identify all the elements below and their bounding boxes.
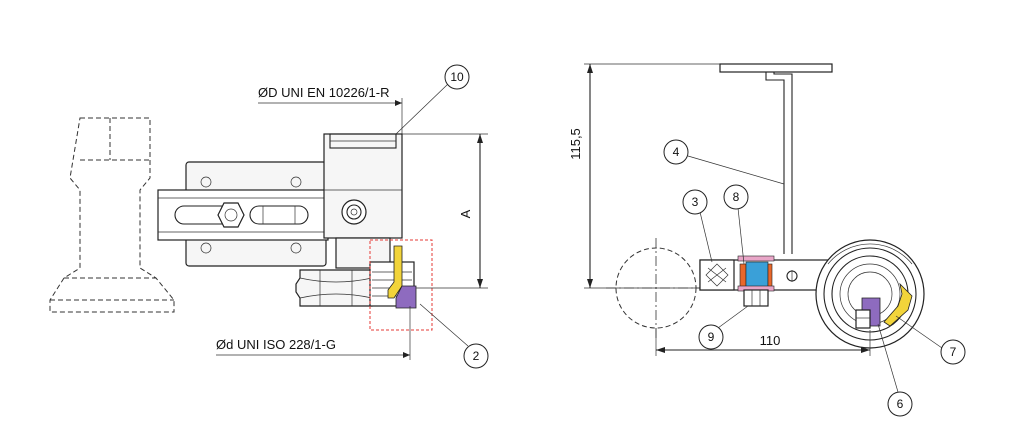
callout-2: 2 xyxy=(473,349,480,363)
seal-purple xyxy=(395,285,417,309)
left-assembly-view: A ØD UNI EN 10226/1-R Ød UNI ISO 228/1-G… xyxy=(157,64,489,369)
callout-8-circle xyxy=(723,184,749,210)
side-screw xyxy=(341,199,367,225)
id-dimension-label: Ød UNI ISO 228/1-G xyxy=(216,337,336,352)
phantom-fitting xyxy=(49,117,175,313)
bolt-head xyxy=(217,202,245,228)
washer-orange xyxy=(739,263,747,289)
gasket-yellow xyxy=(387,245,403,299)
dim-a-label: A xyxy=(458,209,473,218)
callout-7: 7 xyxy=(950,345,957,359)
od-dimension-label: ØD UNI EN 10226/1-R xyxy=(258,85,390,100)
hex-nut xyxy=(295,269,373,307)
dim-width-label: 110 xyxy=(760,333,781,348)
callout-3-circle xyxy=(682,189,708,215)
callout-2-circle xyxy=(463,343,489,369)
right-assembly-view: 115,5 xyxy=(568,63,966,417)
flange-fitting xyxy=(855,309,871,329)
callout-8: 8 xyxy=(733,190,740,204)
callout-10-circle xyxy=(444,64,470,90)
callout-9-circle xyxy=(698,324,724,350)
callout-6: 6 xyxy=(897,397,904,411)
callout-9: 9 xyxy=(708,330,715,344)
callout-10: 10 xyxy=(450,70,464,84)
callout-3: 3 xyxy=(692,195,699,209)
dim-height-label: 115,5 xyxy=(568,128,583,160)
callout-6-circle xyxy=(887,391,913,417)
callout-4: 4 xyxy=(673,145,680,159)
flange-gasket-yellow xyxy=(883,282,913,327)
detail-highlight-box xyxy=(369,239,433,331)
bottom-bolt xyxy=(743,289,769,307)
top-plate xyxy=(719,63,833,73)
callout-4-circle xyxy=(663,139,689,165)
callout-7-circle xyxy=(940,339,966,365)
manifold-body xyxy=(323,133,403,239)
